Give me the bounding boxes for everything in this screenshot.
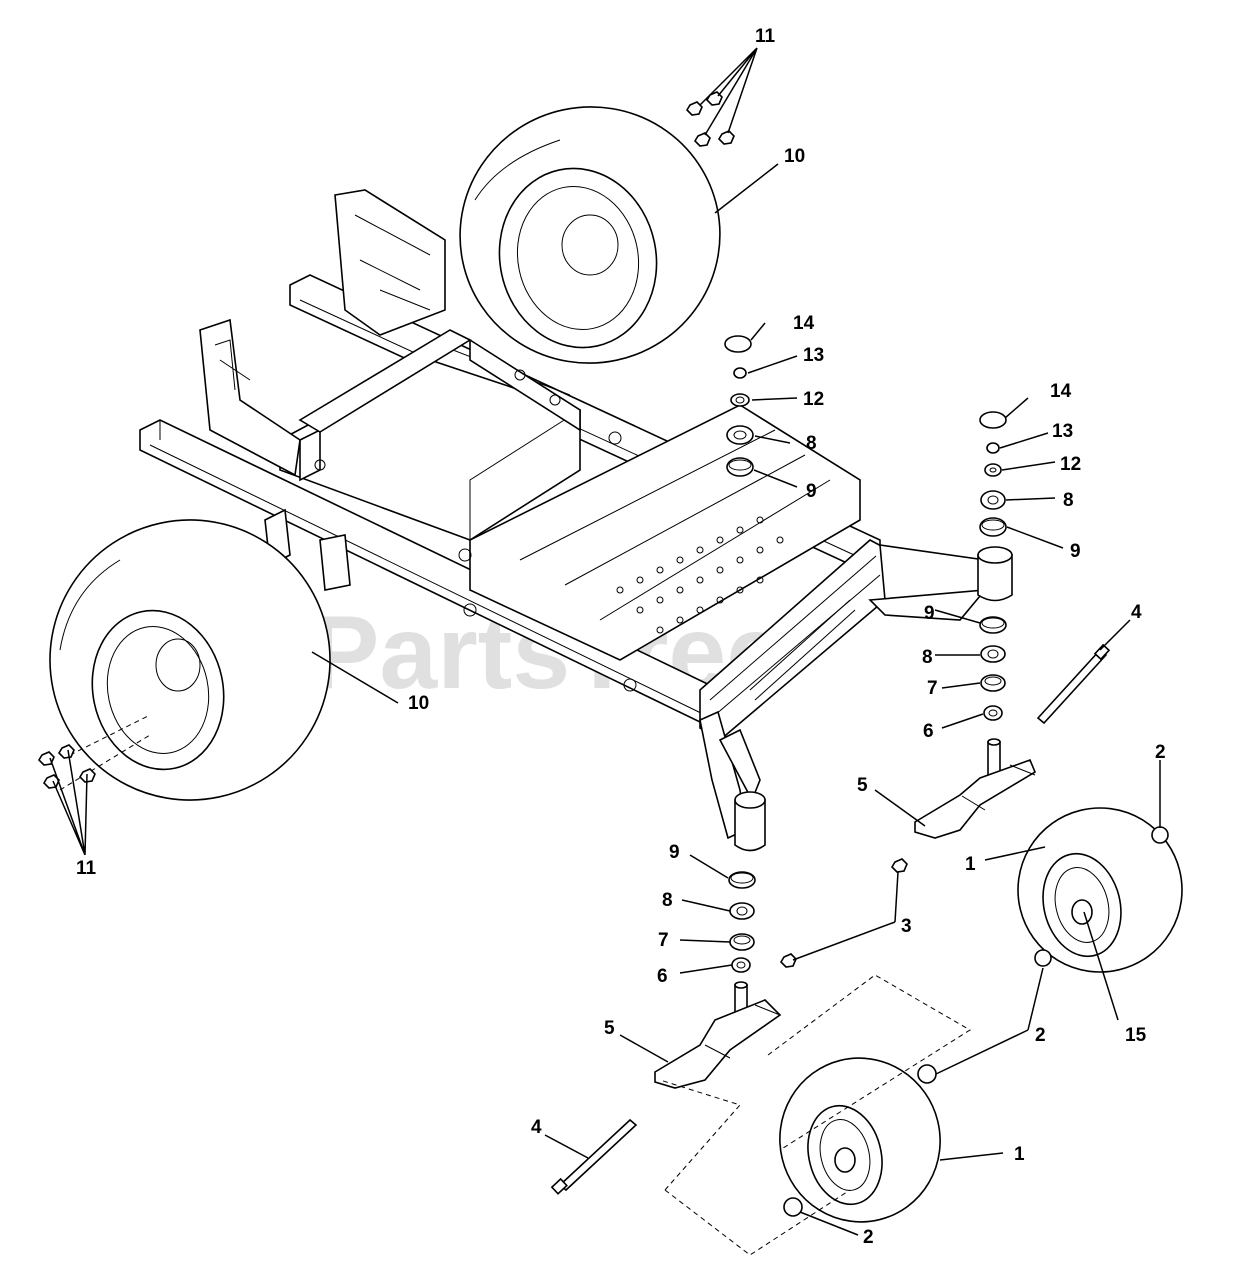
callout-10-left: 10 <box>408 693 429 714</box>
leader-lines <box>49 47 1161 1236</box>
callout-7-d: 7 <box>658 930 669 951</box>
callout-9-c: 9 <box>924 603 935 624</box>
caster-fork-right <box>914 738 1037 839</box>
callout-9-b: 9 <box>1070 541 1081 562</box>
callout-12-a: 12 <box>803 389 824 410</box>
callout-15: 15 <box>1125 1025 1147 1046</box>
lug-nuts-top <box>685 91 735 147</box>
rear-wheel-top <box>459 106 721 364</box>
callout-8-b: 8 <box>1063 490 1074 511</box>
bearing-stack-d <box>728 791 766 973</box>
callout-2-mid: 2 <box>1035 1025 1046 1046</box>
callout-1-right: 1 <box>965 854 976 875</box>
callout-2-right: 2 <box>1155 742 1166 763</box>
callout-5-left: 5 <box>604 1018 615 1039</box>
nut-3-bottom <box>779 953 797 968</box>
callout-14-b: 14 <box>1050 381 1072 402</box>
callout-11-left: 11 <box>76 858 97 879</box>
callout-5-right: 5 <box>857 775 868 796</box>
rear-wheel-left <box>49 519 331 801</box>
callout-11-top: 11 <box>755 26 776 47</box>
bearing-stack-a <box>724 335 754 477</box>
callout-6-d: 6 <box>657 966 668 987</box>
callout-8-a: 8 <box>806 433 817 454</box>
callout-14-a: 14 <box>793 313 815 334</box>
callout-9-a: 9 <box>806 481 817 502</box>
bearing-stack-b <box>977 411 1013 721</box>
callout-3: 3 <box>901 916 912 937</box>
axle-bolt-right <box>1036 643 1111 725</box>
caster-fork-left <box>654 981 782 1089</box>
callout-10-top: 10 <box>784 146 805 167</box>
callout-4-left: 4 <box>531 1117 542 1138</box>
callout-1-bottom: 1 <box>1014 1144 1025 1165</box>
caster-wheel-left <box>779 1057 941 1223</box>
nut-3-top <box>890 858 908 873</box>
callout-13-a: 13 <box>803 345 824 366</box>
callout-8-d: 8 <box>662 890 673 911</box>
callout-6-c: 6 <box>923 721 934 742</box>
callout-2-bottom: 2 <box>863 1227 874 1248</box>
caster-wheel-right <box>1017 807 1183 973</box>
mower-frame <box>139 189 1002 840</box>
callout-8-c: 8 <box>922 647 933 668</box>
callout-7-c: 7 <box>927 678 938 699</box>
axle-bolt-left <box>550 1118 638 1195</box>
callout-13-b: 13 <box>1052 421 1073 442</box>
callout-4-right: 4 <box>1131 602 1142 623</box>
callout-12-b: 12 <box>1060 454 1081 475</box>
callout-9-d: 9 <box>669 842 680 863</box>
assembly-guide-lower <box>659 974 971 1256</box>
